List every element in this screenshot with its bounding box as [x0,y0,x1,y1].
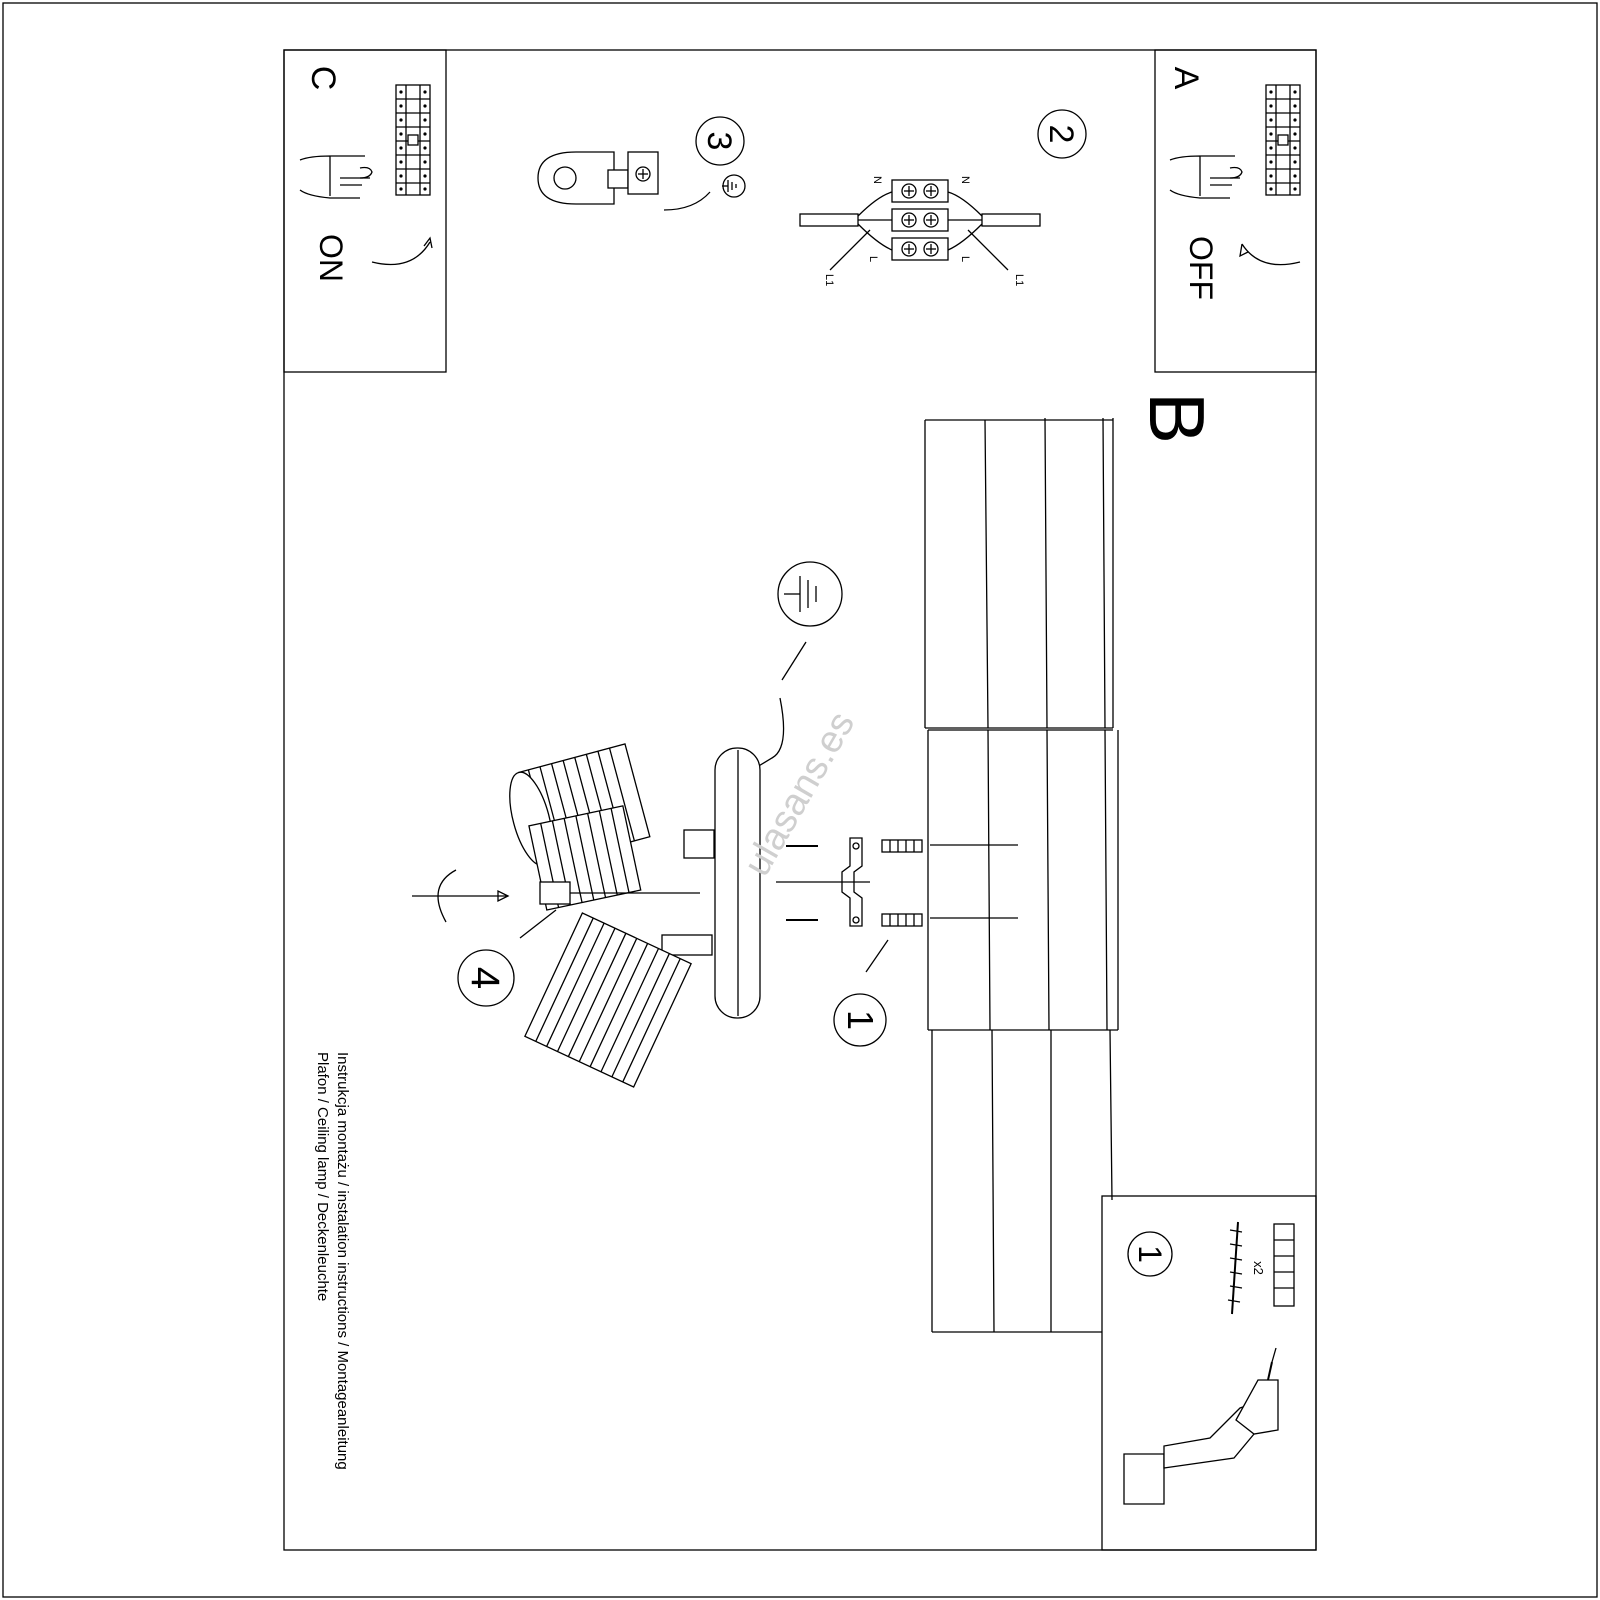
rotate-arrow-icon [412,869,510,923]
breaker-panel-icon [395,84,431,196]
panel-c: C ON [283,49,447,373]
earth-ground-icon [722,174,746,198]
wiring-diagram: 2 N N L L L1 L1 [799,109,1087,286]
step-b-letter: B [1133,392,1221,444]
drill-icon [1123,1347,1279,1505]
step-a-letter: A [1167,67,1205,90]
earth-ground-icon [751,561,843,771]
callout-1: 1 [840,1010,881,1030]
inner-frame [283,49,1317,1551]
kit-callout-1: 1 [1132,1245,1168,1263]
label-l1-left: L1 [823,274,835,286]
hand-icon [299,155,373,199]
callout-2: 2 [1042,125,1080,144]
callout-3: 3 [700,132,738,151]
kit-quantity: x2 [1251,1261,1266,1275]
label-l-right: L [959,256,971,262]
ceiling-planks [924,417,1119,1333]
ground-connection-diagram: 3 [537,116,746,211]
footer-subtitle: Plafon / Ceiling lamp / Deckenleuchte [314,1052,331,1301]
rotate-arrow-icon [1239,243,1301,266]
panel-kit: 1 x2 [1101,1195,1317,1551]
hand-icon [1169,155,1243,199]
label-n-right: N [959,176,971,184]
step-c-action: ON [313,234,349,282]
wall-plug-icon [881,839,923,927]
breaker-panel-icon [1265,84,1301,196]
rotate-arrow-icon [371,236,433,266]
label-l1-right: L1 [1013,274,1025,286]
label-n-left: N [871,176,883,184]
screw-icon [786,845,818,921]
step-c-letter: C [304,66,342,91]
step-a-action: OFF [1183,236,1219,300]
callout-4: 4 [463,967,507,989]
panel-a: A OFF [1154,49,1317,373]
mounting-bracket: 1 [776,837,923,1047]
screw-icon [1227,1221,1243,1315]
label-l-left: L [867,256,879,262]
ceiling-lamp: 4 [412,743,761,1088]
wall-plug-icon [1273,1223,1295,1307]
footer-title: Instrukcja montażu / instalation instruc… [334,1052,351,1470]
